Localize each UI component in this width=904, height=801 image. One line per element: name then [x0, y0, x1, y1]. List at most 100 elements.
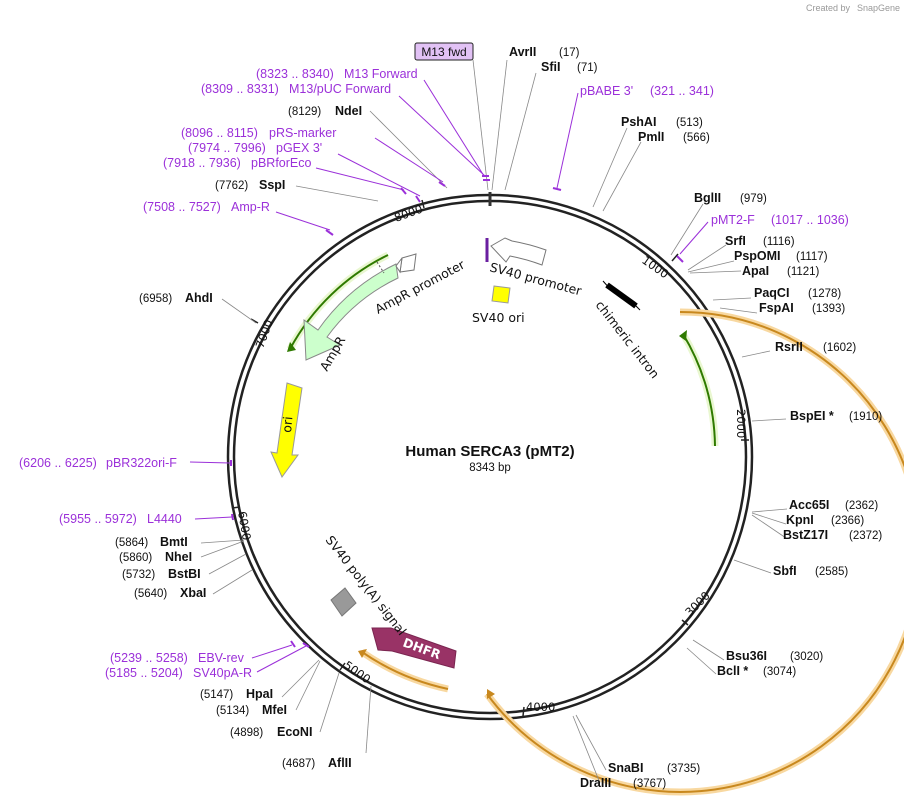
- credit-brand: SnapGene: [857, 3, 900, 13]
- chimeric-intron-bar: [605, 282, 638, 309]
- enzyme-snabi[interactable]: SnaBI: [608, 761, 643, 775]
- credit-prefix: Created by: [806, 3, 851, 13]
- enzyme-sbfi-pos: (2585): [815, 566, 848, 578]
- enzyme-sbfi[interactable]: SbfI: [773, 564, 797, 578]
- primer-pbabe3-range: (321 .. 341): [650, 84, 714, 98]
- chimeric-intron-cap-left: [602, 280, 612, 291]
- enzyme-bsu36i[interactable]: Bsu36I: [726, 649, 767, 663]
- tick-2000: 2000: [734, 409, 748, 438]
- primer-ampr-range: (7508 .. 7527): [143, 200, 221, 214]
- plasmid-title: Human SERCA3 (pMT2): [405, 443, 574, 460]
- enzyme-bmti[interactable]: BmtI: [160, 535, 188, 549]
- enzyme-bsu36i-pos: (3020): [790, 651, 823, 663]
- primer-pgex3-range: (7974 .. 7996): [188, 141, 266, 155]
- enzyme-ahdi-pos: (6958): [139, 293, 172, 305]
- feature-sv40-ori: SV40 ori: [472, 310, 525, 325]
- m13-fwd-label: M13 fwd: [421, 45, 466, 59]
- green-arc-line: [682, 333, 716, 447]
- enzyme-kpni[interactable]: KpnI: [786, 513, 814, 527]
- enzyme-econi[interactable]: EcoNI: [277, 725, 312, 739]
- tick-4000: 4000: [526, 700, 555, 714]
- enzyme-snabi-pos: (3735): [667, 763, 700, 775]
- enzyme-labels-left: (8129) NdeI (7762) SspI (6958) AhdI (586…: [115, 104, 362, 770]
- enzyme-draiii[interactable]: DraIII: [580, 776, 611, 790]
- tick-6000: 6000: [235, 510, 254, 541]
- enzyme-bstz17i-pos: (2372): [849, 530, 882, 542]
- primer-ampr[interactable]: Amp-R: [231, 200, 270, 214]
- enzyme-acc65i[interactable]: Acc65I: [789, 498, 829, 512]
- enzyme-nhei-pos: (5860): [119, 552, 152, 564]
- enzyme-pspomi[interactable]: PspOMI: [734, 249, 781, 263]
- enzyme-bstz17i[interactable]: BstZ17I: [783, 528, 828, 542]
- primer-pbabe3[interactable]: pBABE 3': [580, 84, 633, 98]
- green-arc-highlight: [680, 332, 719, 447]
- enzyme-ahdi[interactable]: AhdI: [185, 291, 213, 305]
- primer-m13puc-forward[interactable]: M13/pUC Forward: [289, 82, 391, 96]
- primer-leader-lines: [189, 79, 709, 673]
- enzyme-bstbi-pos: (5732): [122, 569, 155, 581]
- primer-sv40pa-r-range: (5185 .. 5204): [105, 666, 183, 680]
- primer-l4440[interactable]: L4440: [147, 512, 182, 526]
- primer-labels-left: (8323 .. 8340) M13 Forward (8309 .. 8331…: [19, 67, 418, 680]
- enzyme-pmli[interactable]: PmlI: [638, 130, 664, 144]
- primer-ebv-rev[interactable]: EBV-rev: [198, 651, 245, 665]
- dhfr-arrow: [371, 627, 457, 669]
- enzyme-mfei-pos: (5134): [216, 705, 249, 717]
- enzyme-nhei[interactable]: NheI: [165, 550, 192, 564]
- chimeric-intron-cap-right: [631, 301, 641, 311]
- tick-marks: [231, 199, 749, 717]
- enzyme-pshai[interactable]: PshAI: [621, 115, 656, 129]
- primer-labels-right: pBABE 3' (321 .. 341) pMT2-F (1017 .. 10…: [580, 84, 849, 227]
- m13-fwd-box[interactable]: [414, 42, 474, 61]
- enzyme-apai[interactable]: ApaI: [742, 264, 769, 278]
- enzyme-bcli-pos: (3074): [763, 666, 796, 678]
- ori-arrow: [270, 382, 303, 478]
- enzyme-bcli[interactable]: BclI *: [717, 664, 748, 678]
- primer-m13-forward[interactable]: M13 Forward: [344, 67, 418, 81]
- ampr-arrow: [303, 263, 399, 361]
- enzyme-hpai[interactable]: HpaI: [246, 687, 273, 701]
- enzyme-mfei[interactable]: MfeI: [262, 703, 287, 717]
- primer-pbrforeco[interactable]: pBRforEco: [251, 156, 311, 170]
- sv40-polya-box: [330, 587, 357, 617]
- enzyme-rsrii-pos: (1602): [823, 342, 856, 354]
- enzyme-sfii-pos: (71): [577, 62, 598, 74]
- enzyme-avrii[interactable]: AvrII: [509, 45, 536, 59]
- enzyme-hpai-pos: (5147): [200, 689, 233, 701]
- primer-sv40pa-r[interactable]: SV40pA-R: [193, 666, 252, 680]
- enzyme-rsrii[interactable]: RsrII: [775, 340, 803, 354]
- primer-prs-marker-range: (8096 .. 8115): [181, 126, 258, 140]
- enzyme-paqci[interactable]: PaqCI: [754, 286, 789, 300]
- enzyme-ndei-pos: (8129): [288, 106, 321, 118]
- enzyme-srfi-pos: (1116): [763, 236, 795, 248]
- enzyme-ndei[interactable]: NdeI: [335, 104, 362, 118]
- enzyme-draiii-pos: (3767): [633, 778, 666, 790]
- primer-pbrforeco-range: (7918 .. 7936): [163, 156, 241, 170]
- enzyme-kpni-pos: (2366): [831, 515, 864, 527]
- orf-line: [486, 311, 904, 793]
- primer-l4440-range: (5955 .. 5972): [59, 512, 137, 526]
- enzyme-acc65i-pos: (2362): [845, 500, 878, 512]
- primer-markers: [230, 175, 684, 648]
- enzyme-pspomi-pos: (1117): [796, 251, 828, 263]
- sv40-ori-box: [491, 285, 511, 304]
- enzyme-fspai[interactable]: FspAI: [759, 301, 794, 315]
- green-arc-arrowhead: [679, 330, 687, 341]
- enzyme-bmti-pos: (5864): [115, 537, 148, 549]
- enzyme-sspi[interactable]: SspI: [259, 178, 285, 192]
- enzyme-econi-pos: (4898): [230, 727, 263, 739]
- enzyme-pshai-pos: (513): [676, 117, 703, 129]
- enzyme-bglii[interactable]: BglII: [694, 191, 721, 205]
- primer-pbr322ori[interactable]: pBR322ori-F: [106, 456, 177, 470]
- enzyme-srfi[interactable]: SrfI: [725, 234, 746, 248]
- primer-pgex3[interactable]: pGEX 3': [276, 141, 322, 155]
- enzyme-bspei[interactable]: BspEI *: [790, 409, 834, 423]
- primer-prs-marker[interactable]: pRS-marker: [269, 126, 336, 140]
- enzyme-labels-right: AvrII (17) SfiI (71) PshAI (513) PmlI (5…: [509, 45, 882, 790]
- enzyme-sfii[interactable]: SfiI: [541, 60, 560, 74]
- enzyme-bstbi[interactable]: BstBI: [168, 567, 201, 581]
- enzyme-aflii[interactable]: AflII: [328, 756, 352, 770]
- primer-pmt2f[interactable]: pMT2-F: [711, 213, 755, 227]
- enzyme-xbai[interactable]: XbaI: [180, 586, 206, 600]
